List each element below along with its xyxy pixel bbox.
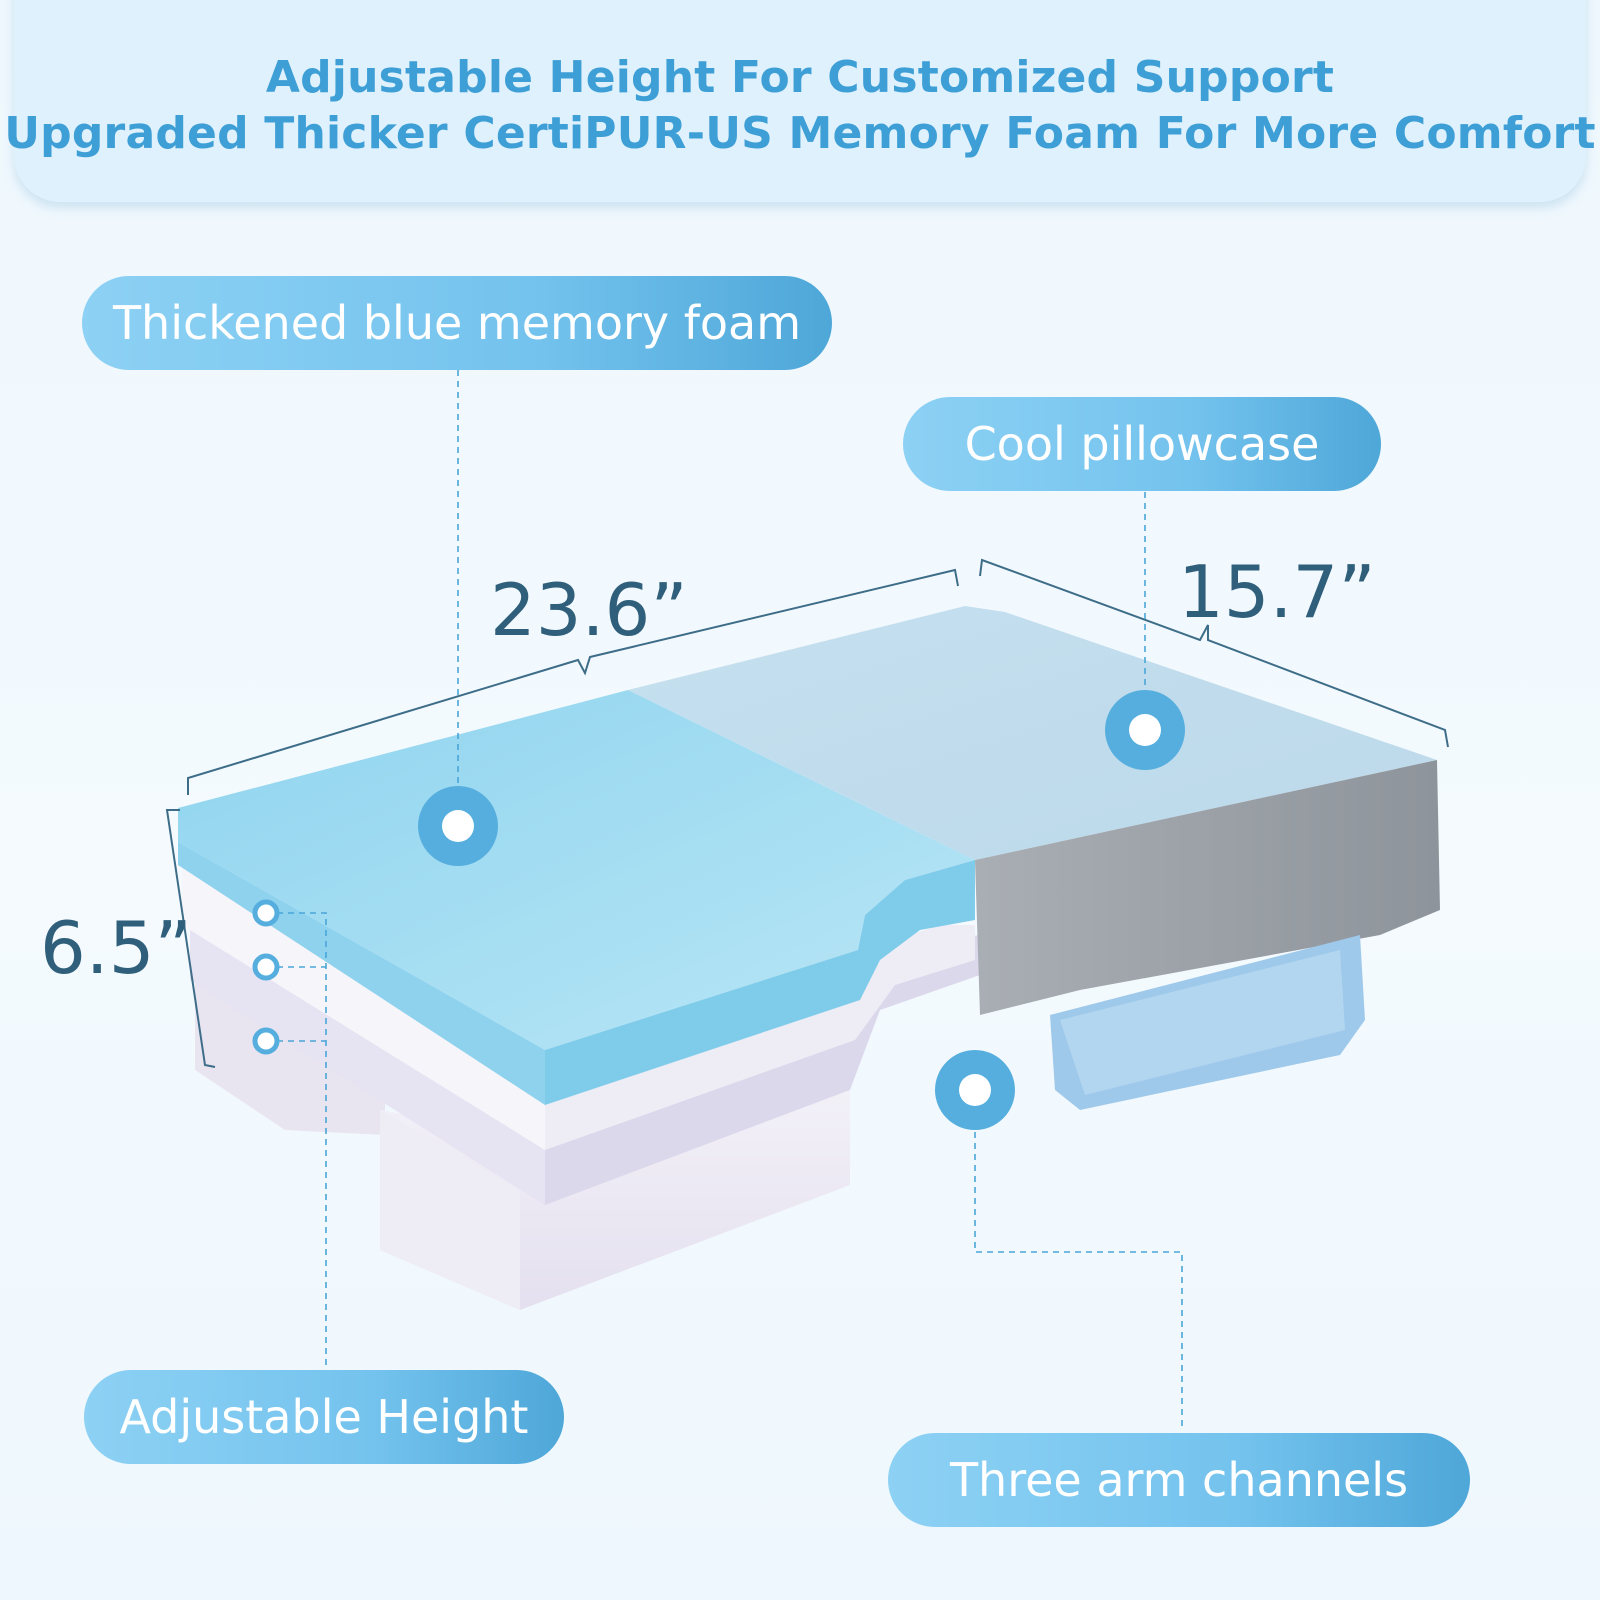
pillowcase-cover	[628, 606, 1440, 1110]
headline-primary: Adjustable Height For Customized Support	[265, 52, 1335, 103]
leader-lines	[266, 370, 1183, 1430]
callout-pillowcase: Cool pillowcase	[903, 397, 1381, 491]
marker-pillowcase	[1105, 690, 1185, 770]
dimension-width-label: 15.7”	[1178, 550, 1376, 634]
callout-adjustable-height: Adjustable Height	[84, 1370, 564, 1464]
header-banner	[14, 0, 1586, 202]
blue-foam-layer	[178, 690, 975, 1105]
marker-foam	[418, 786, 498, 866]
dimension-length-label: 23.6”	[490, 568, 688, 652]
callout-arm-channels: Three arm channels	[888, 1433, 1470, 1527]
middle-foam-layer	[190, 915, 980, 1205]
headline-secondary: Upgraded Thicker CertiPUR-US Memory Foam…	[4, 108, 1596, 159]
marker-channels	[935, 1050, 1015, 1130]
dimension-height-label: 6.5”	[40, 906, 192, 990]
callout-memory-foam: Thickened blue memory foam	[82, 276, 832, 370]
dimension-lines	[165, 558, 1449, 1068]
marker-height-levels	[252, 899, 280, 1055]
